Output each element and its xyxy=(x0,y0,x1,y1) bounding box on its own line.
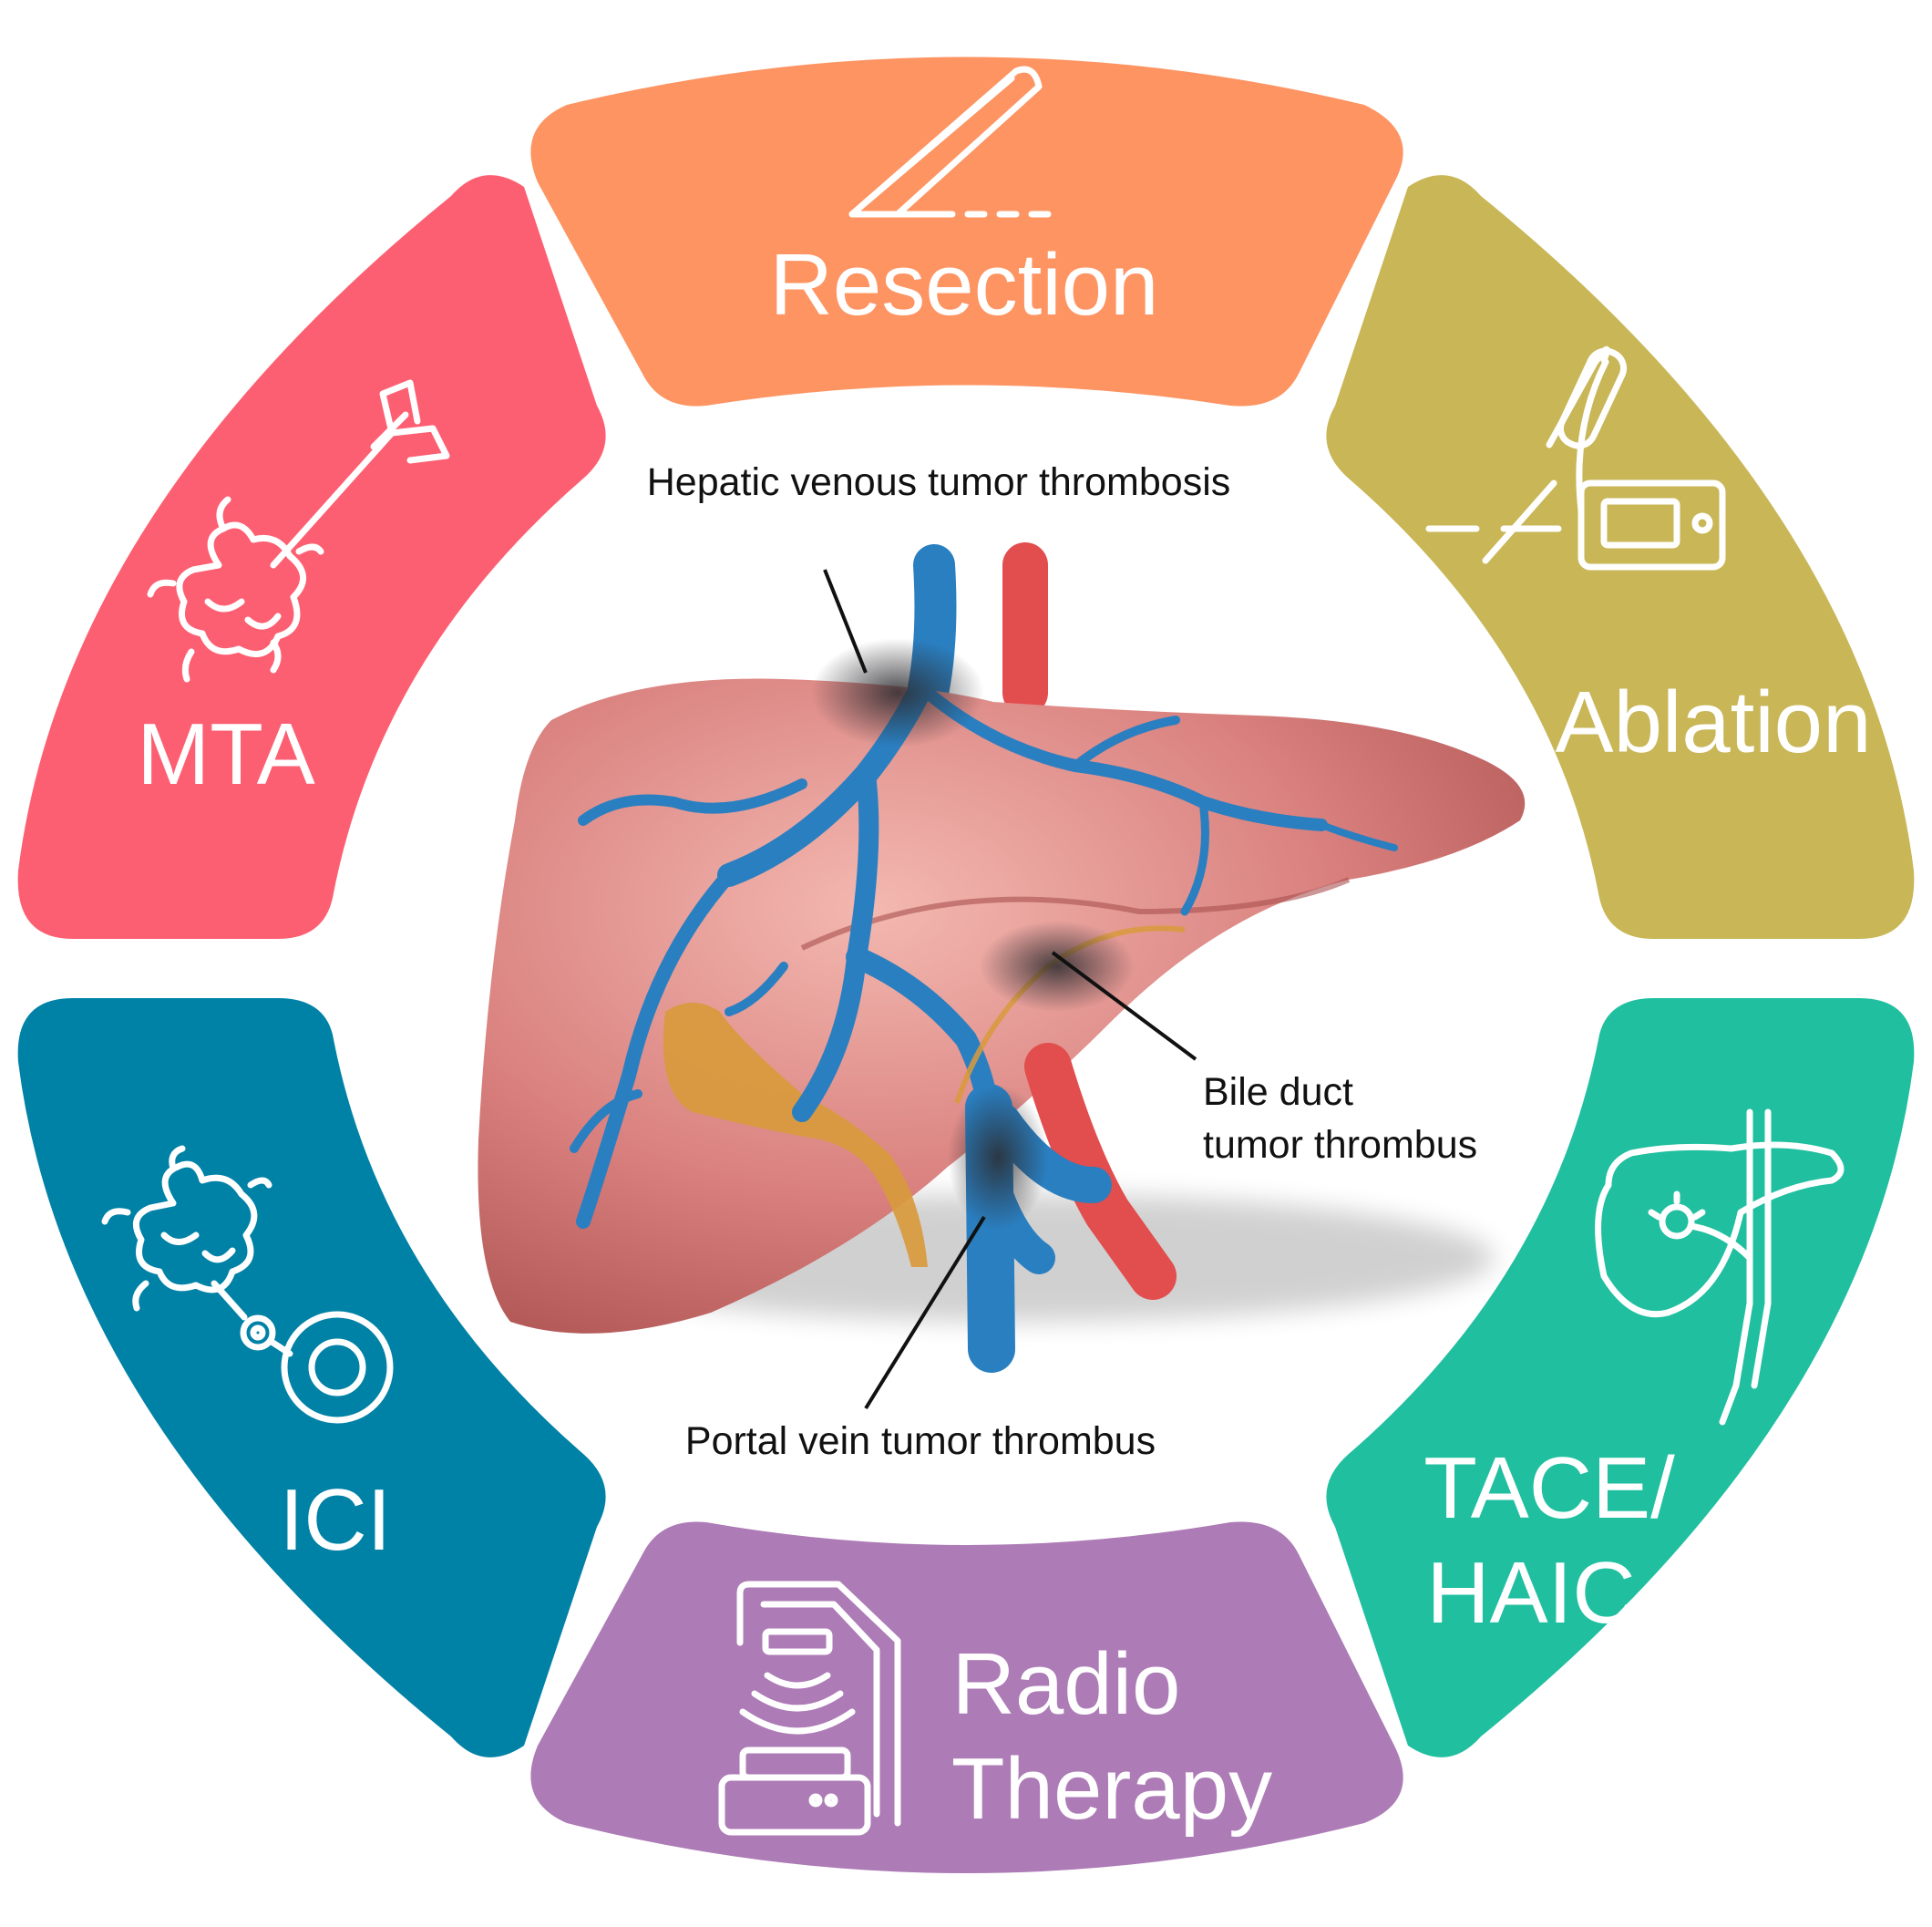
segment-mta-label: MTA xyxy=(137,706,315,803)
segment-resection-shape xyxy=(530,57,1403,407)
radiotherapy-machine-icon xyxy=(718,1581,901,1836)
segment-ici-label: ICI xyxy=(280,1471,392,1569)
segment-ablation-label: Ablation xyxy=(1556,674,1872,771)
portal-vein-thrombus xyxy=(948,1085,1048,1231)
hepatic-venous-thrombus xyxy=(811,638,984,747)
annotation-hepatic-venous-text: Hepatic venous tumor thrombosis xyxy=(647,460,1231,504)
annotation-portal-vein-leader xyxy=(864,1215,986,1410)
segment-radio-shape xyxy=(530,1521,1403,1873)
scalpel-icon xyxy=(848,66,1052,218)
segment-tace-haic: TACE/ HAIC xyxy=(1326,998,1915,1757)
segment-mta-shape xyxy=(17,175,606,940)
annotation-bile-duct-leader xyxy=(1051,951,1197,1061)
segment-radio-label-line2: Therapy xyxy=(951,1740,1272,1838)
annotation-portal-vein: Portal vein tumor thrombus xyxy=(685,1215,1156,1463)
liver-catheter-icon xyxy=(1595,1108,1845,1426)
segment-tace-label-line1: TACE/ xyxy=(1423,1439,1675,1537)
liver-lobe-fold xyxy=(800,877,1351,951)
annotation-bile-duct: Bile duct tumor thrombus xyxy=(1051,951,1477,1167)
annotation-hepatic-venous: Hepatic venous tumor thrombosis xyxy=(647,460,1231,674)
annotation-bile-duct-line1: Bile duct xyxy=(1203,1070,1353,1114)
annotation-bile-duct-line2: tumor thrombus xyxy=(1203,1123,1477,1167)
segment-ablation: Ablation xyxy=(1326,175,1915,940)
tumor-immune-cell-icon xyxy=(101,1145,394,1424)
segment-tace-label-line2: HAIC xyxy=(1426,1544,1635,1642)
artery-lower xyxy=(1024,1043,1177,1300)
ablation-probe-icon xyxy=(1425,345,1726,571)
segment-resection-label: Resection xyxy=(770,236,1159,334)
segment-resection: Resection xyxy=(530,57,1403,407)
bile-duct-thrombus xyxy=(980,921,1135,1012)
segment-radio-label-line1: Radio xyxy=(952,1635,1181,1733)
gallbladder xyxy=(663,1003,928,1267)
annotation-portal-vein-text: Portal vein tumor thrombus xyxy=(685,1419,1156,1463)
segment-tace-shape xyxy=(1326,998,1915,1757)
segment-ici: ICI xyxy=(17,998,606,1757)
segment-ablation-shape xyxy=(1326,175,1915,940)
liver-illustration xyxy=(478,542,1526,1373)
segment-radio-therapy: Radio Therapy xyxy=(530,1521,1403,1873)
liver-body xyxy=(478,678,1526,1334)
annotation-hepatic-venous-leader xyxy=(823,569,868,674)
targeted-arrow-tumor-icon xyxy=(147,379,450,683)
segment-mta: MTA xyxy=(17,175,606,940)
